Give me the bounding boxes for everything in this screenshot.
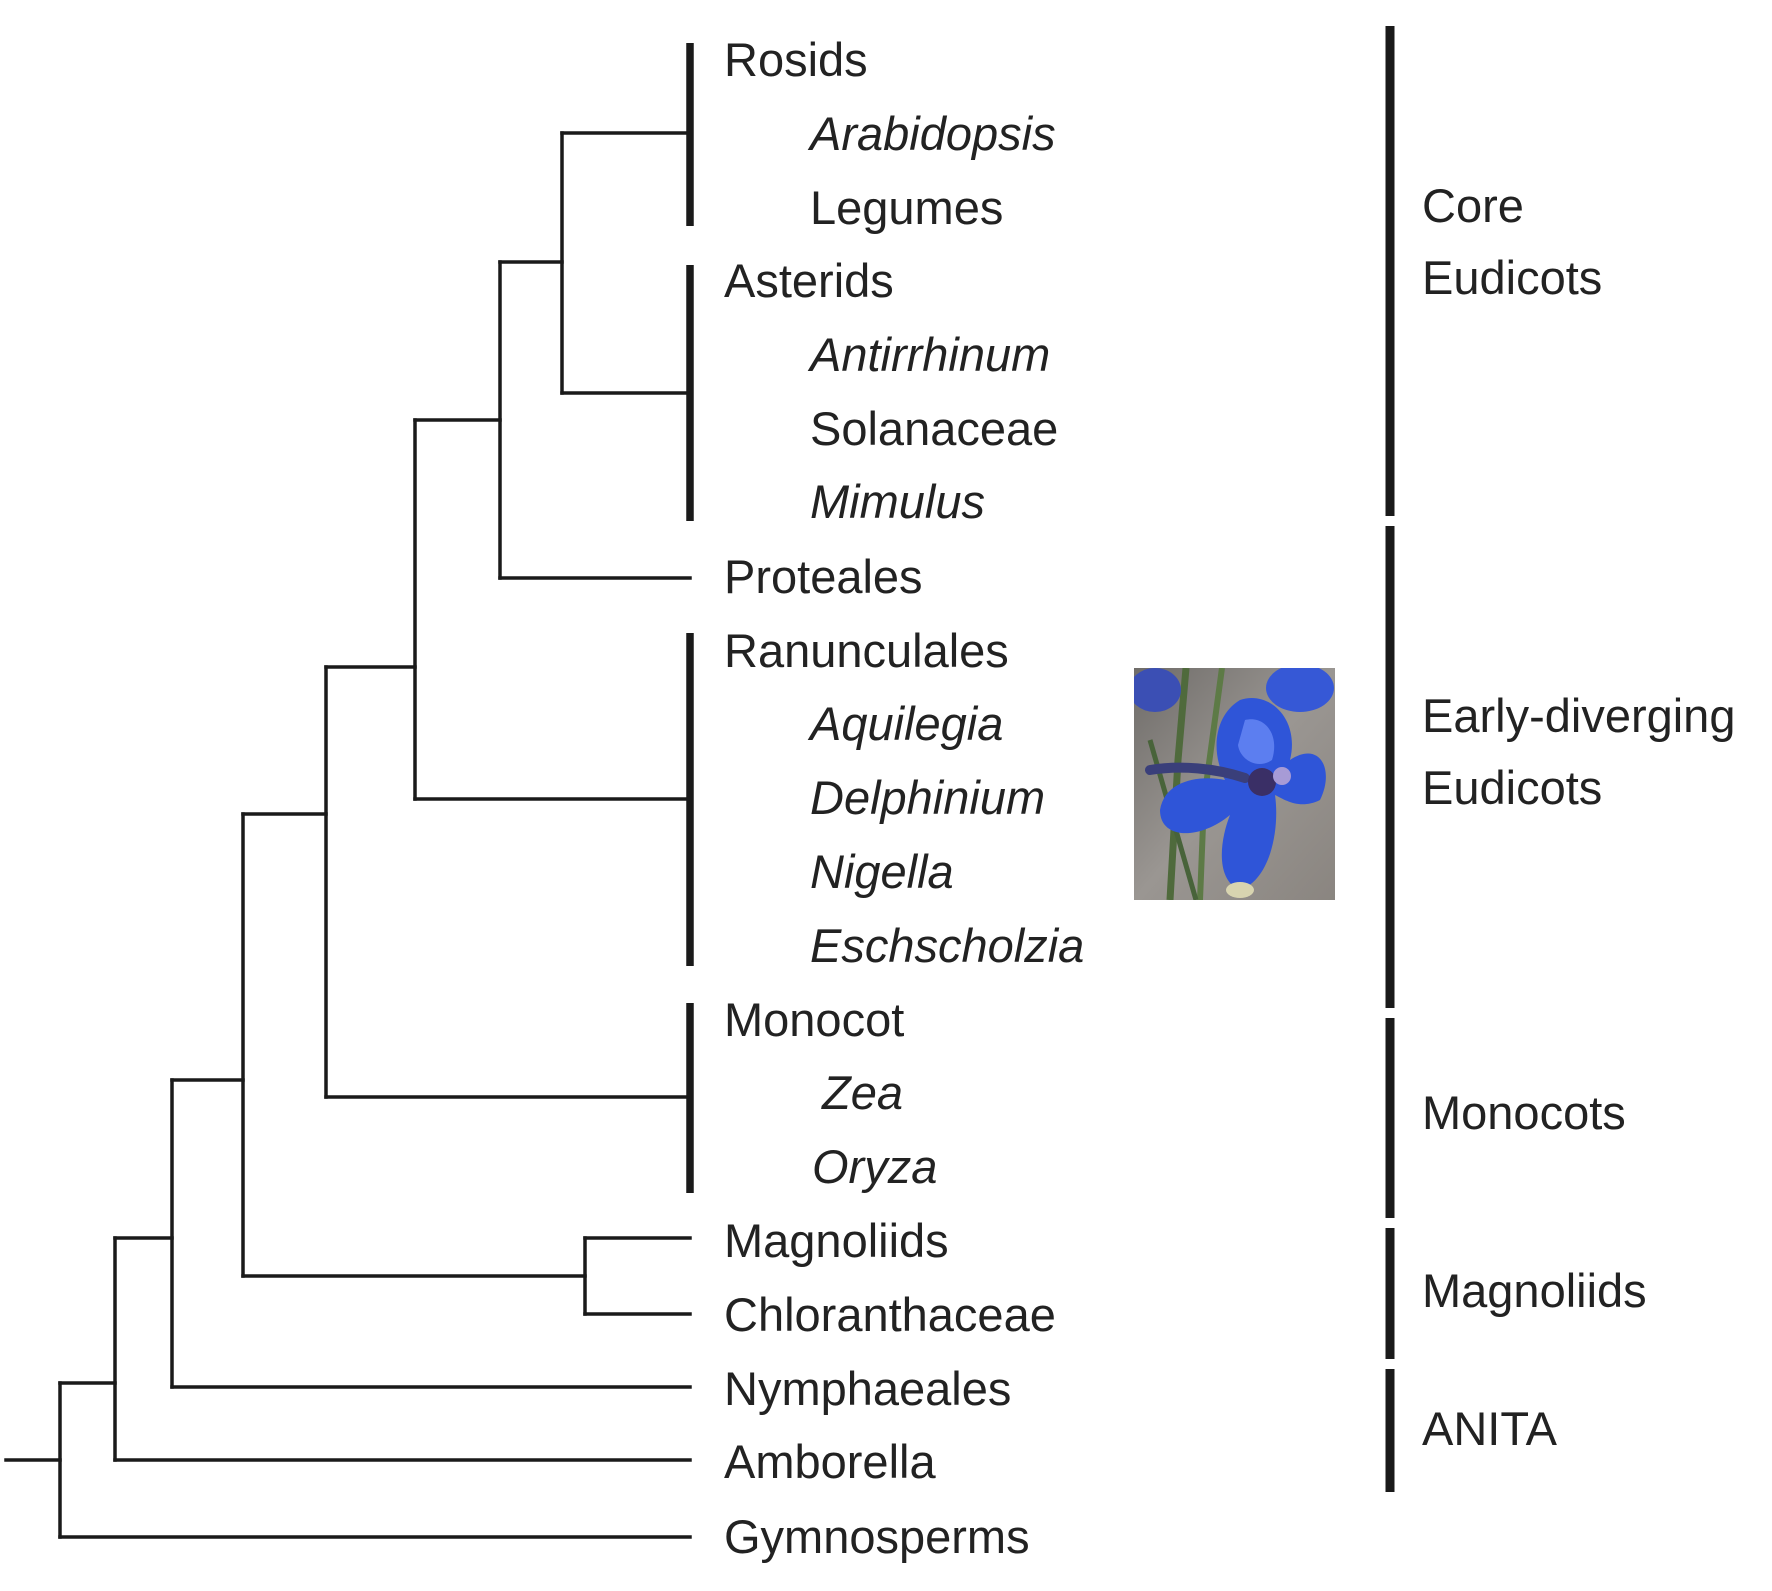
- taxon-label: Magnoliids: [724, 1214, 949, 1267]
- taxon-label: Arabidopsis: [807, 107, 1056, 160]
- photo-flower-center: [1273, 767, 1291, 785]
- taxon-label: Zea: [821, 1066, 903, 1119]
- taxon-label: Antirrhinum: [807, 328, 1050, 381]
- taxon-label: Monocot: [724, 993, 904, 1046]
- group-label-early-eudicots-line2: Eudicots: [1422, 761, 1602, 814]
- taxon-label: Aquilegia: [807, 697, 1003, 750]
- taxon-label: Ranunculales: [724, 624, 1009, 677]
- taxon-label: Delphinium: [810, 771, 1045, 824]
- photo-flower-petal: [1160, 698, 1326, 890]
- taxon-label: Solanaceae: [810, 402, 1058, 455]
- tree-branches: [4, 131, 692, 1539]
- taxon-label: Nymphaeales: [724, 1362, 1011, 1415]
- photo-flower-bud: [1226, 882, 1254, 898]
- delphinium-photo: [1134, 668, 1335, 900]
- taxon-label: Chloranthaceae: [724, 1288, 1056, 1341]
- taxon-label: Legumes: [810, 181, 1003, 234]
- taxon-label: Asterids: [724, 254, 894, 307]
- group-label-early-eudicots-line1: Early-diverging: [1422, 689, 1735, 742]
- photo-flower-bud: [1134, 668, 1181, 712]
- taxon-label: Gymnosperms: [724, 1510, 1030, 1563]
- photo-flower-petal: [1266, 668, 1334, 712]
- taxon-label: Oryza: [812, 1140, 937, 1193]
- taxon-label: Eschscholzia: [810, 919, 1084, 972]
- photo-flower-center: [1248, 768, 1276, 796]
- taxon-label: Proteales: [724, 550, 923, 603]
- taxon-label: Nigella: [810, 845, 954, 898]
- taxon-label: Mimulus: [810, 475, 985, 528]
- photo-flower-spur: [1145, 762, 1250, 783]
- taxon-label: Amborella: [724, 1435, 936, 1488]
- group-label-monocots: Monocots: [1422, 1086, 1626, 1139]
- group-label-magnoliids: Magnoliids: [1422, 1264, 1647, 1317]
- group-label-core-eudicots-line1: Core: [1422, 179, 1524, 232]
- group-label-core-eudicots-line2: Eudicots: [1422, 251, 1602, 304]
- photo-stem: [1166, 668, 1190, 900]
- photo-flower-highlight: [1238, 719, 1275, 765]
- group-label-anita: ANITA: [1422, 1402, 1558, 1455]
- group-labels: Core Eudicots Early-diverging Eudicots M…: [1422, 179, 1735, 1455]
- taxon-labels: Rosids Arabidopsis Legumes Asterids Anti…: [724, 33, 1084, 1563]
- taxon-label: Rosids: [724, 33, 868, 86]
